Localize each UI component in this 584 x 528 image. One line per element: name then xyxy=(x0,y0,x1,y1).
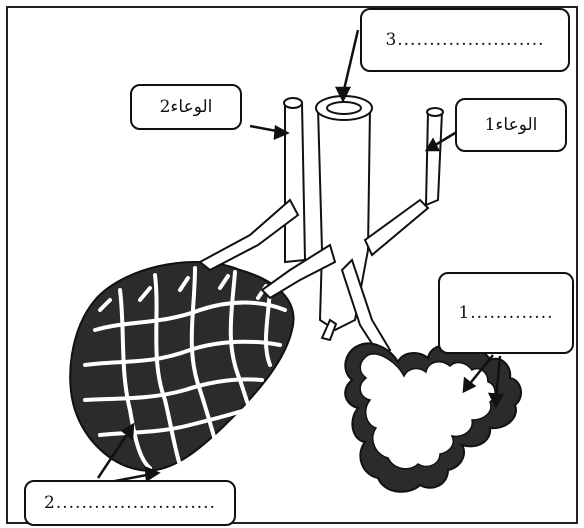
arrow-to-main-tube xyxy=(343,30,358,94)
vessel-1-opening xyxy=(427,108,443,116)
vessel-2-branch xyxy=(285,103,305,262)
label-box-2[interactable]: 2......................... xyxy=(24,480,236,526)
vessel-1-text: الوعاء1 xyxy=(485,115,538,135)
label-box-vessel-2[interactable]: الوعاء2 xyxy=(130,84,242,130)
label-box-1[interactable]: 1............. xyxy=(438,272,574,354)
vessel-2-opening xyxy=(284,98,302,108)
label-3-text: 3....................... xyxy=(385,30,544,50)
label-box-vessel-1[interactable]: الوعاء1 xyxy=(455,98,567,152)
label-box-3[interactable]: 3....................... xyxy=(360,8,570,72)
vessel-2-text: الوعاء2 xyxy=(160,97,213,117)
alveoli-inner xyxy=(360,354,495,469)
label-1-text: 1............. xyxy=(458,303,553,323)
vessel-1-branch xyxy=(426,112,442,205)
label-2-text: 2......................... xyxy=(44,493,216,513)
